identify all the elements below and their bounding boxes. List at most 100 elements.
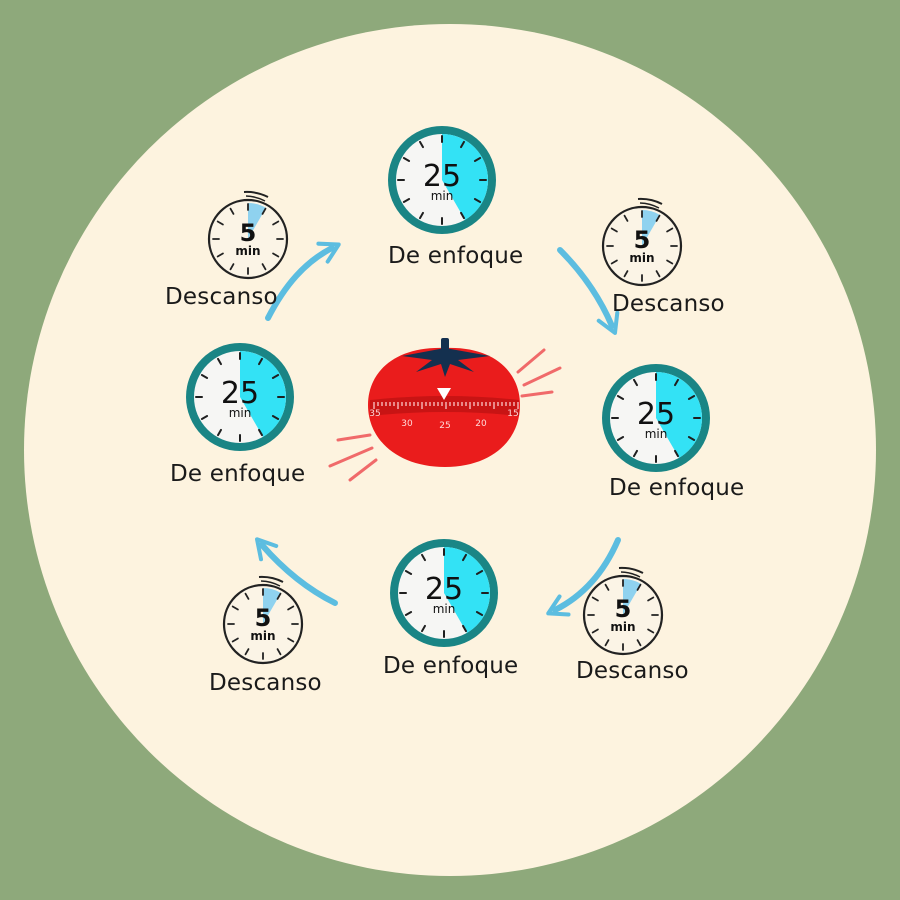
tick-mark [462,624,467,633]
focus-label-bottom: De enfoque [383,653,519,679]
tick-mark [421,553,426,562]
tick-mark [610,259,618,265]
timer-number: 25 [425,572,463,607]
tick-mark [404,611,413,616]
timer-number: 5 [615,595,632,623]
tick-mark [473,157,482,162]
tick-mark [633,449,638,458]
tick-mark [674,449,679,458]
timer-number: 5 [255,604,272,632]
arrow-3 [546,537,621,617]
timer-progress [656,372,702,458]
tick-mark [217,357,222,366]
timer-unit: min [431,189,454,203]
tick-mark [475,570,484,575]
break-label-bottom-right: Descanso [576,658,689,684]
tick-mark [276,592,282,600]
dial-number: 30 [401,419,413,429]
timer-arc-top [618,566,644,574]
break-label-bottom-left: Descanso [209,670,322,696]
tick-mark [200,374,209,379]
burst-lines-right [516,348,562,398]
arrow-4 [255,537,338,606]
tick-mark [216,252,224,258]
tick-mark [475,611,484,616]
tick-mark [674,378,679,387]
tick-mark [229,207,235,215]
tick-mark [604,583,610,591]
cycle-arrows [255,241,621,617]
timer-arc-top [245,195,266,202]
timer-unit: min [629,251,654,265]
tick-mark [271,415,280,420]
timer-progress [240,351,286,437]
tick-mark [655,270,661,278]
timer-number: 25 [423,159,461,194]
tick-mark [647,596,655,602]
tick-mark [655,214,661,222]
tick-mark [261,207,267,215]
tomato-indicator-icon [437,388,451,400]
tick-mark [623,270,629,278]
tick-mark [591,596,599,602]
tick-mark [272,252,280,258]
tick-mark [231,637,239,643]
tomato-dial-ticks [373,402,519,409]
tick-mark [604,639,610,647]
tick-mark [623,214,629,222]
tick-mark [244,592,250,600]
timer-progress [263,588,281,624]
tick-mark [272,220,280,226]
tomato-leaves [402,338,490,377]
focus-label-top: De enfoque [388,243,524,269]
tick-mark [647,628,655,634]
tick-mark [258,357,263,366]
tick-mark [200,415,209,420]
dial-number: 25 [439,421,450,431]
timer-number: 25 [221,376,259,411]
tick-mark [462,553,467,562]
tick-mark [419,140,424,149]
tick-mark [419,211,424,220]
tick-mark [460,211,465,220]
timer-unit: min [229,406,252,420]
break-label-top-left: Descanso [165,284,278,310]
tick-mark [473,198,482,203]
timer-arc-top [639,202,660,209]
timer-arc-top [637,197,663,205]
dial-number: 15 [507,409,518,419]
timer-progress [248,203,266,239]
timer-arc-top [620,571,641,578]
tick-mark [460,140,465,149]
timer-unit: min [250,629,275,643]
tomato-dial-numbers: 35 30 25 20 15 [369,409,518,431]
timer-arc-top [260,580,281,587]
tick-mark [666,227,674,233]
timer-progress [623,579,641,615]
tick-mark [229,263,235,271]
dial-number: 35 [369,409,380,419]
break-label-top-right: Descanso [612,291,725,317]
tick-mark [261,263,267,271]
tick-mark [591,628,599,634]
tick-mark [633,378,638,387]
dial-number: 20 [475,419,487,429]
timer-unit: min [433,602,456,616]
tick-mark [636,639,642,647]
timer-number: 5 [240,219,257,247]
timer-arc-top [243,190,269,198]
tomato-timer: 35 30 25 20 15 [328,338,562,482]
tick-mark [616,436,625,441]
timer-number: 25 [637,397,675,432]
timer-arc-top [258,575,284,583]
focus-label-right: De enfoque [609,475,745,501]
